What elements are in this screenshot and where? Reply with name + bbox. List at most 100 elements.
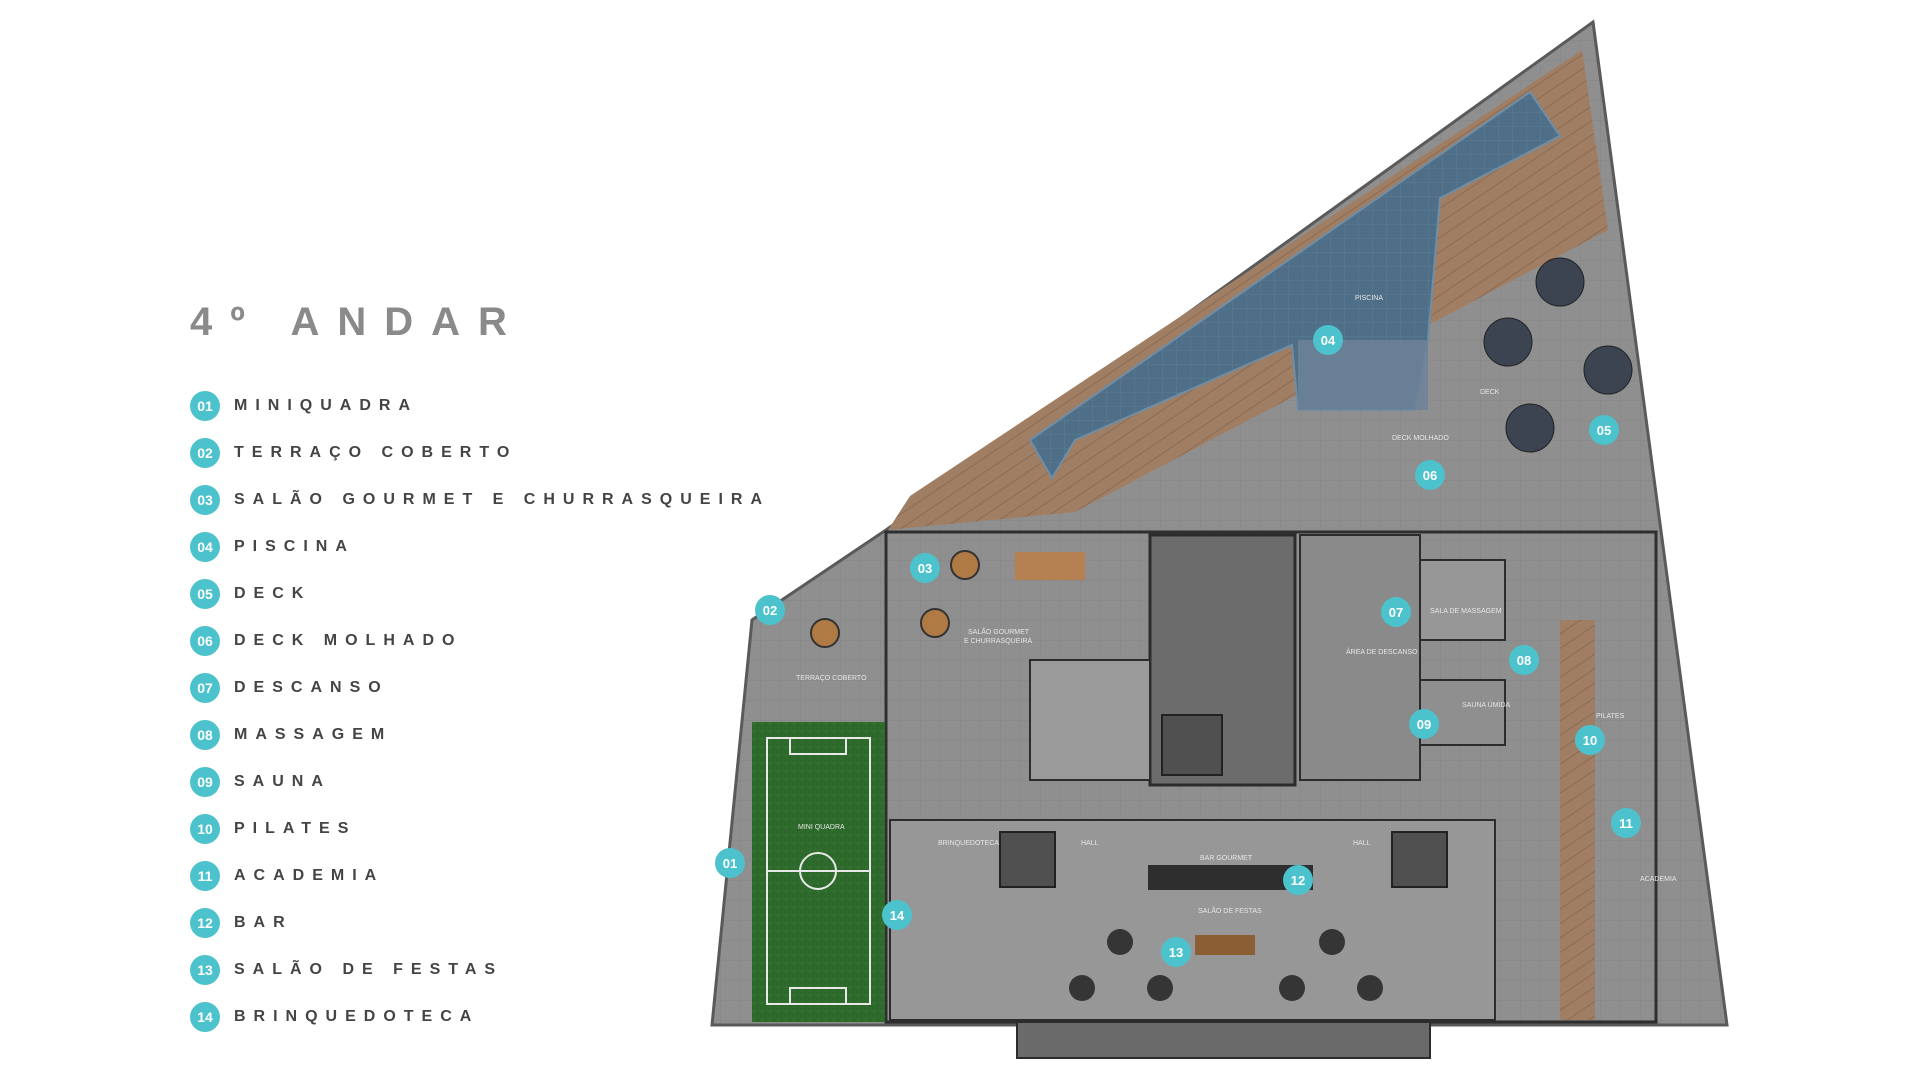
legend-number-badge: 13 [190, 954, 220, 985]
legend-label: MASSAGEM [234, 725, 393, 743]
legend-item: 03 SALÃO GOURMET E CHURRASQUEIRA [190, 476, 770, 523]
plan-label-hall-1: HALL [1081, 840, 1099, 847]
plan-label-brinquedoteca: BRINQUEDOTECA [938, 840, 999, 847]
legend-number-badge: 09 [190, 766, 220, 797]
legend-label: TERRAÇO COBERTO [234, 443, 518, 461]
plan-marker-circle [1589, 415, 1619, 445]
legend-label: DECK [234, 584, 312, 602]
rest-area [1299, 534, 1421, 781]
legend-label: SALÃO DE FESTAS [234, 960, 504, 978]
legend-number-badge: 04 [190, 531, 220, 562]
plan-label-pilates: PILATES [1596, 713, 1625, 720]
plan-marker-circle [1611, 808, 1641, 838]
legend-label: SAUNA [234, 772, 331, 790]
plan-marker-circle [1381, 597, 1411, 627]
legend-item: 10 PILATES [190, 805, 770, 852]
plan-label-sala-massagem: SALA DE MASSAGEM [1430, 608, 1502, 615]
legend-item: 04 PISCINA [190, 523, 770, 570]
plan-marker-number: 09 [1417, 717, 1431, 732]
plan-marker-number: 11 [1619, 816, 1633, 831]
plan-label-mini-quadra: MINI QUADRA [798, 824, 845, 831]
legend-number-badge: 14 [190, 1001, 220, 1032]
plan-marker-number: 10 [1583, 733, 1597, 748]
legend-item: 05 DECK [190, 570, 770, 617]
plan-markers: 01 02 03 04 05 06 07 08 09 10 11 12 13 14 [715, 325, 1641, 967]
legend-list: 01 MINIQUADRA 02 TERRAÇO COBERTO 03 SALÃO GOU… [190, 382, 770, 1040]
legend-label: BRINQUEDOTECA [234, 1007, 480, 1025]
legend-label: SALÃO GOURMET E CHURRASQUEIRA [234, 490, 771, 508]
legend-label: BAR [234, 913, 293, 931]
plan-label-hall-2: HALL [1353, 840, 1371, 847]
balcony [1016, 1021, 1431, 1059]
plan-label-deck-molhado: DECK MOLHADO [1392, 435, 1449, 442]
legend-number-badge: 07 [190, 672, 220, 703]
plan-label-area-descanso: ÁREA DE DESCANSO [1346, 647, 1418, 656]
legend-label: PISCINA [234, 537, 355, 555]
plan-marker-number: 12 [1291, 873, 1305, 888]
elevator-1 [1161, 714, 1223, 776]
plan-marker-circle [1313, 325, 1343, 355]
legend-number-badge: 01 [190, 390, 220, 421]
legend-number-badge: 10 [190, 813, 220, 844]
legend-label: DESCANSO [234, 678, 389, 696]
page-title: 4º ANDAR [190, 300, 525, 344]
plan-marker-circle [910, 553, 940, 583]
plan-label-sauna-umida: SAUNA ÚMIDA [1462, 700, 1511, 709]
plan-marker-number: 05 [1597, 423, 1611, 438]
legend-item: 02 TERRAÇO COBERTO [190, 429, 770, 476]
legend-item: 14 BRINQUEDOTECA [190, 993, 770, 1040]
plan-marker-number: 03 [918, 561, 932, 576]
plan-marker-circle [1415, 460, 1445, 490]
legend-item: 07 DESCANSO [190, 664, 770, 711]
plan-marker-number: 07 [1389, 605, 1403, 620]
legend-number-badge: 11 [190, 860, 220, 891]
legend-number-badge: 12 [190, 907, 220, 938]
legend-item: 09 SAUNA [190, 758, 770, 805]
plan-marker-circle [1161, 937, 1191, 967]
legend-label: PILATES [234, 819, 357, 837]
elevator-3 [1391, 831, 1448, 888]
plan-marker-circle [1409, 709, 1439, 739]
plan-label-deck: DECK [1480, 389, 1500, 396]
plan-marker-circle [1509, 645, 1539, 675]
legend-label: ACADEMIA [234, 866, 385, 884]
legend-number-badge: 02 [190, 437, 220, 468]
plan-marker-number: 14 [890, 908, 905, 923]
plan-marker-circle [882, 900, 912, 930]
legend-item: 08 MASSAGEM [190, 711, 770, 758]
toilets-block [1029, 659, 1151, 781]
plan-label-piscina: PISCINA [1355, 295, 1383, 302]
plan-marker-number: 06 [1423, 468, 1437, 483]
plan-marker-number: 04 [1321, 333, 1336, 348]
plan-marker-number: 13 [1169, 945, 1183, 960]
massage-room [1419, 559, 1506, 641]
plan-label-bar-gourmet: BAR GOURMET [1200, 855, 1253, 862]
plan-marker-circle [1283, 865, 1313, 895]
plan-marker-circle [755, 595, 785, 625]
plan-label-salao-festas: SALÃO DE FESTAS [1198, 906, 1262, 915]
legend-item: 11 ACADEMIA [190, 852, 770, 899]
legend-number-badge: 03 [190, 484, 220, 515]
plan-label-salao-gourmet: SALÃO GOURMET [968, 627, 1030, 636]
legend-number-badge: 08 [190, 719, 220, 750]
plan-label-academia: ACADEMIA [1640, 876, 1677, 883]
legend-label: DECK MOLHADO [234, 631, 463, 649]
plan-marker-circle [715, 848, 745, 878]
legend-label: MINIQUADRA [234, 396, 418, 414]
plan-label-terraco: TERRAÇO COBERTO [796, 675, 867, 682]
legend-item: 13 SALÃO DE FESTAS [190, 946, 770, 993]
plan-label-salao-gourmet-2: E CHURRASQUEIRA [964, 638, 1032, 645]
plan-labels: PISCINA DECK DECK MOLHADO TERRAÇO COBERT… [796, 295, 1677, 915]
plan-marker-number: 08 [1517, 653, 1531, 668]
gym-wood [1560, 620, 1595, 1020]
plan-marker-circle [1575, 725, 1605, 755]
deck-umbrellas [1483, 257, 1633, 453]
party-tables [1069, 929, 1383, 1001]
plan-marker-number: 02 [763, 603, 777, 618]
plan-marker-number: 01 [723, 856, 737, 871]
legend-number-badge: 05 [190, 578, 220, 609]
legend-item: 12 BAR [190, 899, 770, 946]
legend-item: 01 MINIQUADRA [190, 382, 770, 429]
